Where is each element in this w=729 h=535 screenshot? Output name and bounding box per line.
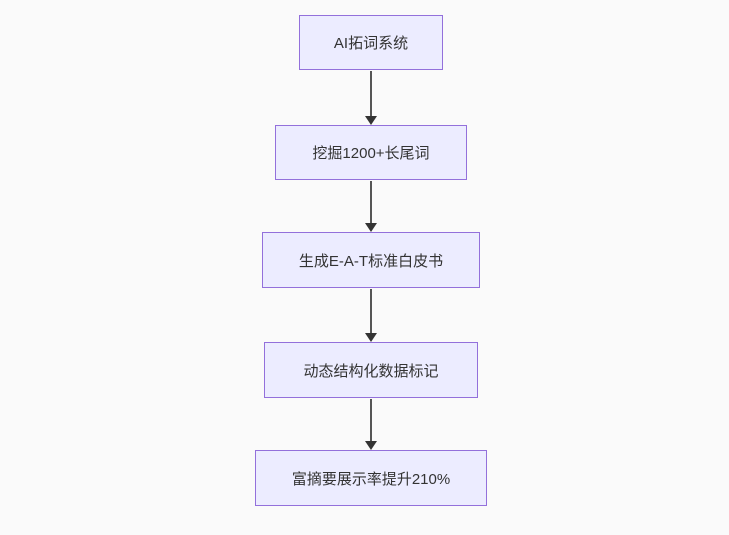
flow-node-label: 动态结构化数据标记: [303, 362, 439, 380]
flow-edge-b-c: [364, 181, 378, 232]
arrow-line: [370, 399, 372, 441]
flow-edge-d-e: [364, 399, 378, 450]
flow-node-structured-data-markup: 动态结构化数据标记: [264, 342, 478, 398]
flow-edge-c-d: [364, 289, 378, 342]
arrowhead-down-icon: [365, 116, 377, 125]
arrow-line: [370, 289, 372, 333]
arrow-line: [370, 181, 372, 223]
flow-node-label: 生成E-A-T标准白皮书: [298, 252, 444, 270]
flow-edge-a-b: [364, 71, 378, 125]
flow-node-label: 挖掘1200+长尾词: [312, 145, 430, 162]
flow-node-label: 富摘要展示率提升210%: [291, 470, 451, 488]
flow-node-eat-whitepaper: 生成E-A-T标准白皮书: [262, 232, 480, 288]
arrowhead-down-icon: [365, 223, 377, 232]
arrowhead-down-icon: [365, 333, 377, 342]
flow-node-label: AI拓词系统: [333, 35, 409, 52]
flow-node-rich-snippet-result: 富摘要展示率提升210%: [255, 450, 487, 506]
arrow-line: [370, 71, 372, 116]
arrowhead-down-icon: [365, 441, 377, 450]
flow-node-ai-keyword-system: AI拓词系统: [299, 15, 443, 70]
flow-node-longtail-mining: 挖掘1200+长尾词: [275, 125, 467, 180]
